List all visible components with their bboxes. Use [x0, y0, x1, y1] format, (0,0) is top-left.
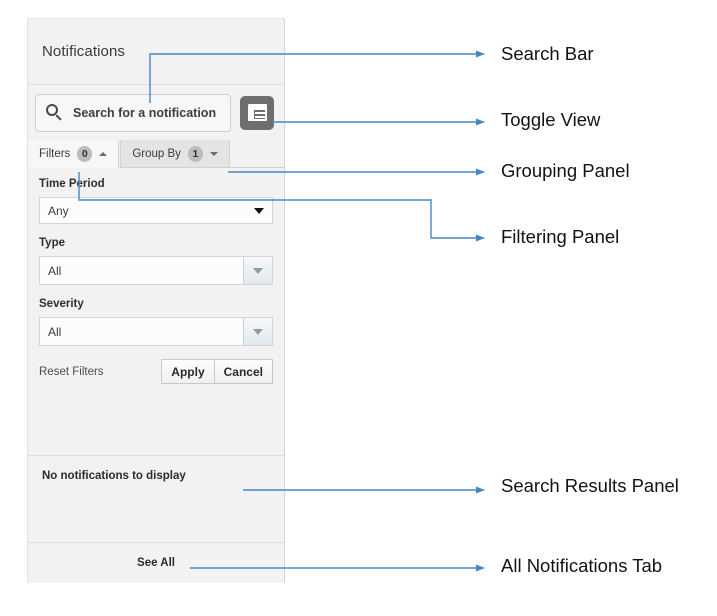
- caret-down-icon: [209, 151, 218, 156]
- tab-filters[interactable]: Filters 0: [28, 140, 120, 168]
- reset-filters-link[interactable]: Reset Filters: [39, 365, 104, 378]
- annotation-all-notifications-tab: All Notifications Tab: [501, 555, 663, 576]
- see-all-label: See All: [137, 557, 175, 569]
- time-period-select[interactable]: Any: [39, 197, 273, 224]
- severity-label: Severity: [39, 298, 84, 310]
- apply-button[interactable]: Apply: [161, 359, 215, 384]
- severity-value: All: [48, 324, 62, 339]
- severity-dropdown-arrow[interactable]: [243, 318, 272, 345]
- annotation-filtering-panel: Filtering Panel: [501, 226, 620, 247]
- panel-header: Notifications: [28, 19, 284, 85]
- tab-filters-label: Filters: [39, 147, 71, 160]
- type-select[interactable]: All: [39, 256, 273, 285]
- toggle-view-icon: [247, 104, 267, 121]
- filtering-panel: Time Period Any Type All Severity All: [28, 168, 284, 384]
- toggle-view-button[interactable]: [240, 95, 274, 130]
- chevron-down-icon: [254, 207, 264, 214]
- annotation-toggle-view: Toggle View: [501, 109, 601, 130]
- annotation-search-results-panel: Search Results Panel: [501, 475, 679, 496]
- search-input[interactable]: Search for a notification: [35, 93, 231, 132]
- tab-filters-badge: 0: [77, 145, 93, 162]
- search-placeholder: Search for a notification: [73, 105, 217, 120]
- panel-tabs: Filters 0 Group By 1: [28, 140, 284, 168]
- tab-group-by-label: Group By: [132, 147, 181, 160]
- caret-up-icon: [99, 151, 108, 156]
- type-dropdown-arrow[interactable]: [243, 257, 272, 284]
- search-row: Search for a notification: [28, 85, 284, 140]
- empty-state-text: No notifications to display: [42, 470, 186, 482]
- annotation-grouping-panel: Grouping Panel: [501, 160, 630, 181]
- all-notifications-tab[interactable]: See All: [28, 542, 284, 583]
- annotation-search-bar: Search Bar: [501, 43, 594, 64]
- filter-actions: Reset Filters Apply Cancel: [39, 359, 273, 384]
- filter-button-group: Apply Cancel: [161, 359, 273, 384]
- page-title: Notifications: [42, 43, 126, 60]
- type-value: All: [48, 263, 62, 278]
- chevron-down-icon: [253, 267, 263, 274]
- tab-group-by[interactable]: Group By 1: [120, 140, 230, 167]
- time-period-label: Time Period: [39, 178, 105, 190]
- time-period-value: Any: [48, 203, 69, 218]
- tab-group-by-badge: 1: [187, 145, 203, 162]
- cancel-button[interactable]: Cancel: [214, 359, 273, 384]
- search-results-panel: No notifications to display: [28, 455, 284, 542]
- search-icon: [46, 104, 63, 121]
- type-label: Type: [39, 237, 65, 249]
- severity-select[interactable]: All: [39, 317, 273, 346]
- notifications-panel: Notifications Search for a notification: [27, 18, 285, 583]
- chevron-down-icon: [253, 328, 263, 335]
